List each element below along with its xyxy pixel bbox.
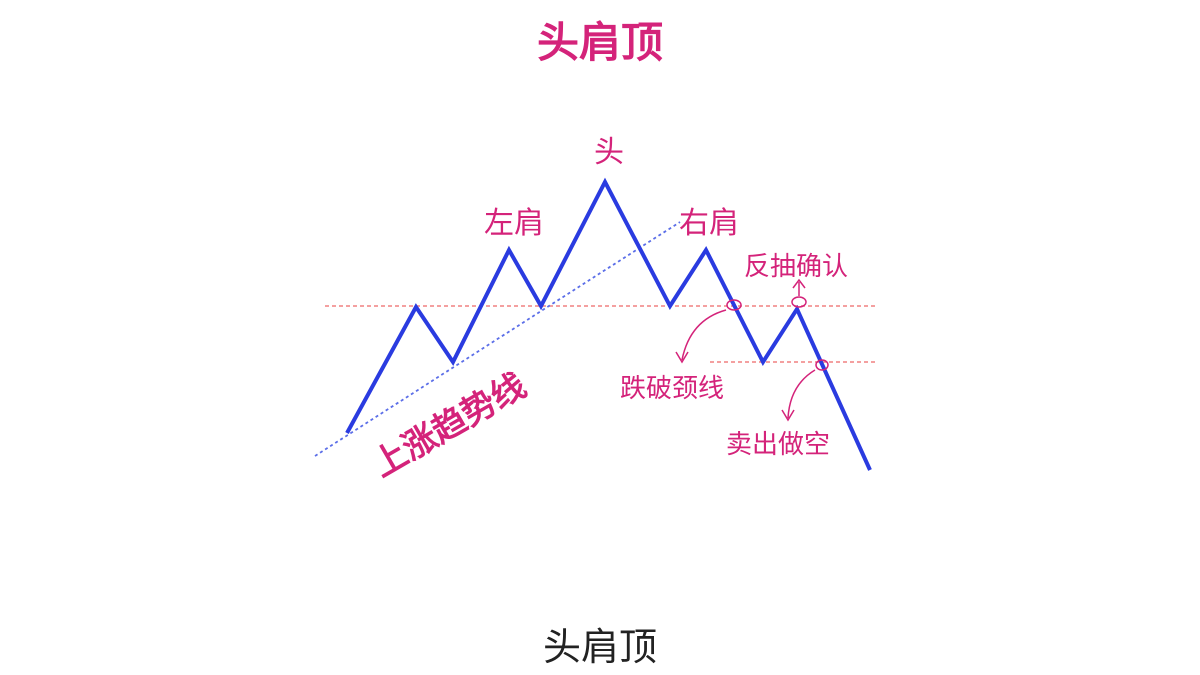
right-shoulder-label: 右肩 <box>679 206 739 241</box>
pullback-confirm-label: 反抽确认 <box>744 252 848 282</box>
neckline-break-marker <box>726 299 742 311</box>
neckline-break-label: 跌破颈线 <box>620 374 724 404</box>
neckline-break-arrow-head <box>675 351 689 364</box>
sell-marker <box>815 359 829 371</box>
sell-short-label: 卖出做空 <box>726 430 830 460</box>
pullback-marker <box>791 296 807 308</box>
uptrend-line <box>314 221 681 457</box>
neckline-break-arrow <box>681 309 727 361</box>
pullback-arrow-head <box>792 278 806 289</box>
uptrend-line-label: 上涨趋势线 <box>366 366 533 486</box>
caption: 头肩顶 <box>542 625 657 669</box>
left-shoulder-label: 左肩 <box>484 206 544 241</box>
diagram-title: 头肩顶 <box>537 18 663 67</box>
sell-arrow <box>787 369 816 419</box>
head-label: 头 <box>594 135 624 170</box>
sell-arrow-head <box>781 409 795 422</box>
price-path <box>345 177 872 471</box>
